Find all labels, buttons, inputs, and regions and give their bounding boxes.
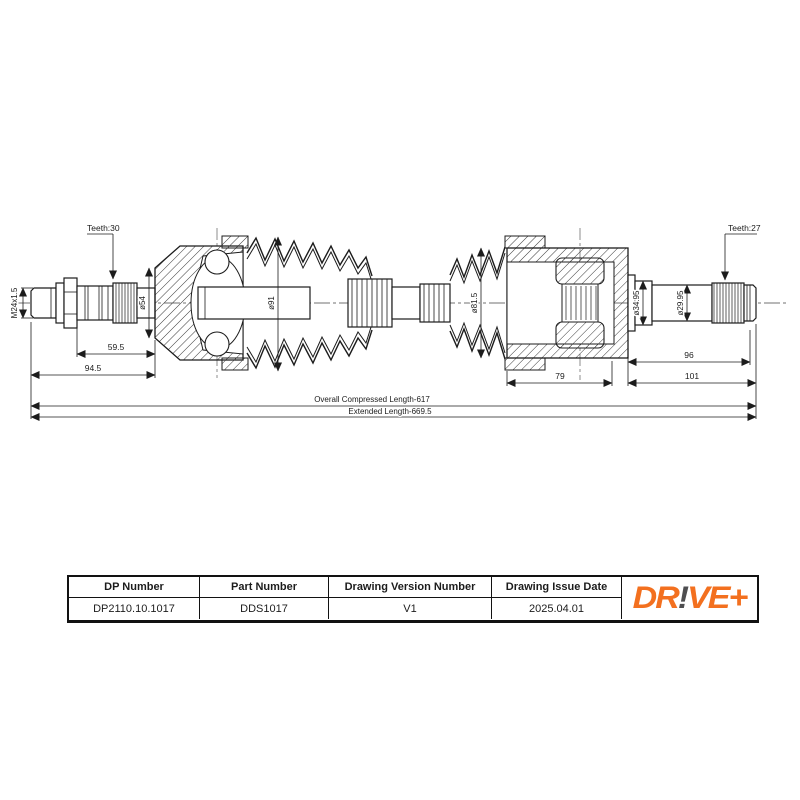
outer-boot [246,236,373,370]
logo-text-ve: VE+ [687,580,748,616]
part-number-header: Part Number [200,577,329,598]
dim-101: 101 [685,371,699,381]
label-dia-boot: ø91 [267,296,276,310]
inner-stub-shaft [627,274,757,332]
issue-date-value: 2025.04.01 [492,598,622,619]
outer-stub-shaft [30,277,156,329]
dimensions [19,233,757,421]
part-number-value: DDS1017 [200,598,329,619]
title-block-table: DP Number Part Number Drawing Version Nu… [67,575,759,623]
label-thread: M24x1.5 [10,287,19,318]
dim-compressed-length: Overall Compressed Length-617 [314,395,430,404]
drawing-version-header: Drawing Version Number [329,577,492,598]
dim-extended-length: Extended Length-669.5 [348,407,432,416]
brand-logo: DR!VE+ [622,577,757,619]
inner-boot [449,246,506,360]
dim-96: 96 [684,350,694,360]
shaft-middle [347,278,451,328]
dim-79: 79 [555,371,565,381]
drawing-version-value: V1 [329,598,492,619]
issue-date-header: Drawing Issue Date [492,577,622,598]
logo-text-bang: ! [677,580,689,616]
dim-94-5: 94.5 [85,363,102,373]
label-dia-stub-shaft: ø29.95 [676,290,685,315]
label-teeth-inner: Teeth:27 [728,223,761,233]
label-dia-inner-joint: ø81.5 [470,292,479,313]
dp-number-header: DP Number [69,577,200,598]
label-dia-stub-seat: ø34.95 [632,290,641,315]
label-teeth-outer: Teeth:30 [87,223,120,233]
inner-cv-joint [504,235,629,371]
logo-text-dr: DR [632,580,680,616]
label-dia-outer-joint: ø54 [138,296,147,310]
outer-cv-joint [154,235,311,371]
dp-number-value: DP2110.10.1017 [69,598,200,619]
driveshaft-technical-drawing: Teeth:30 Teeth:27 M24x1.5 ø54 ø91 ø81.5 … [9,223,788,421]
dim-59-5: 59.5 [108,342,125,352]
